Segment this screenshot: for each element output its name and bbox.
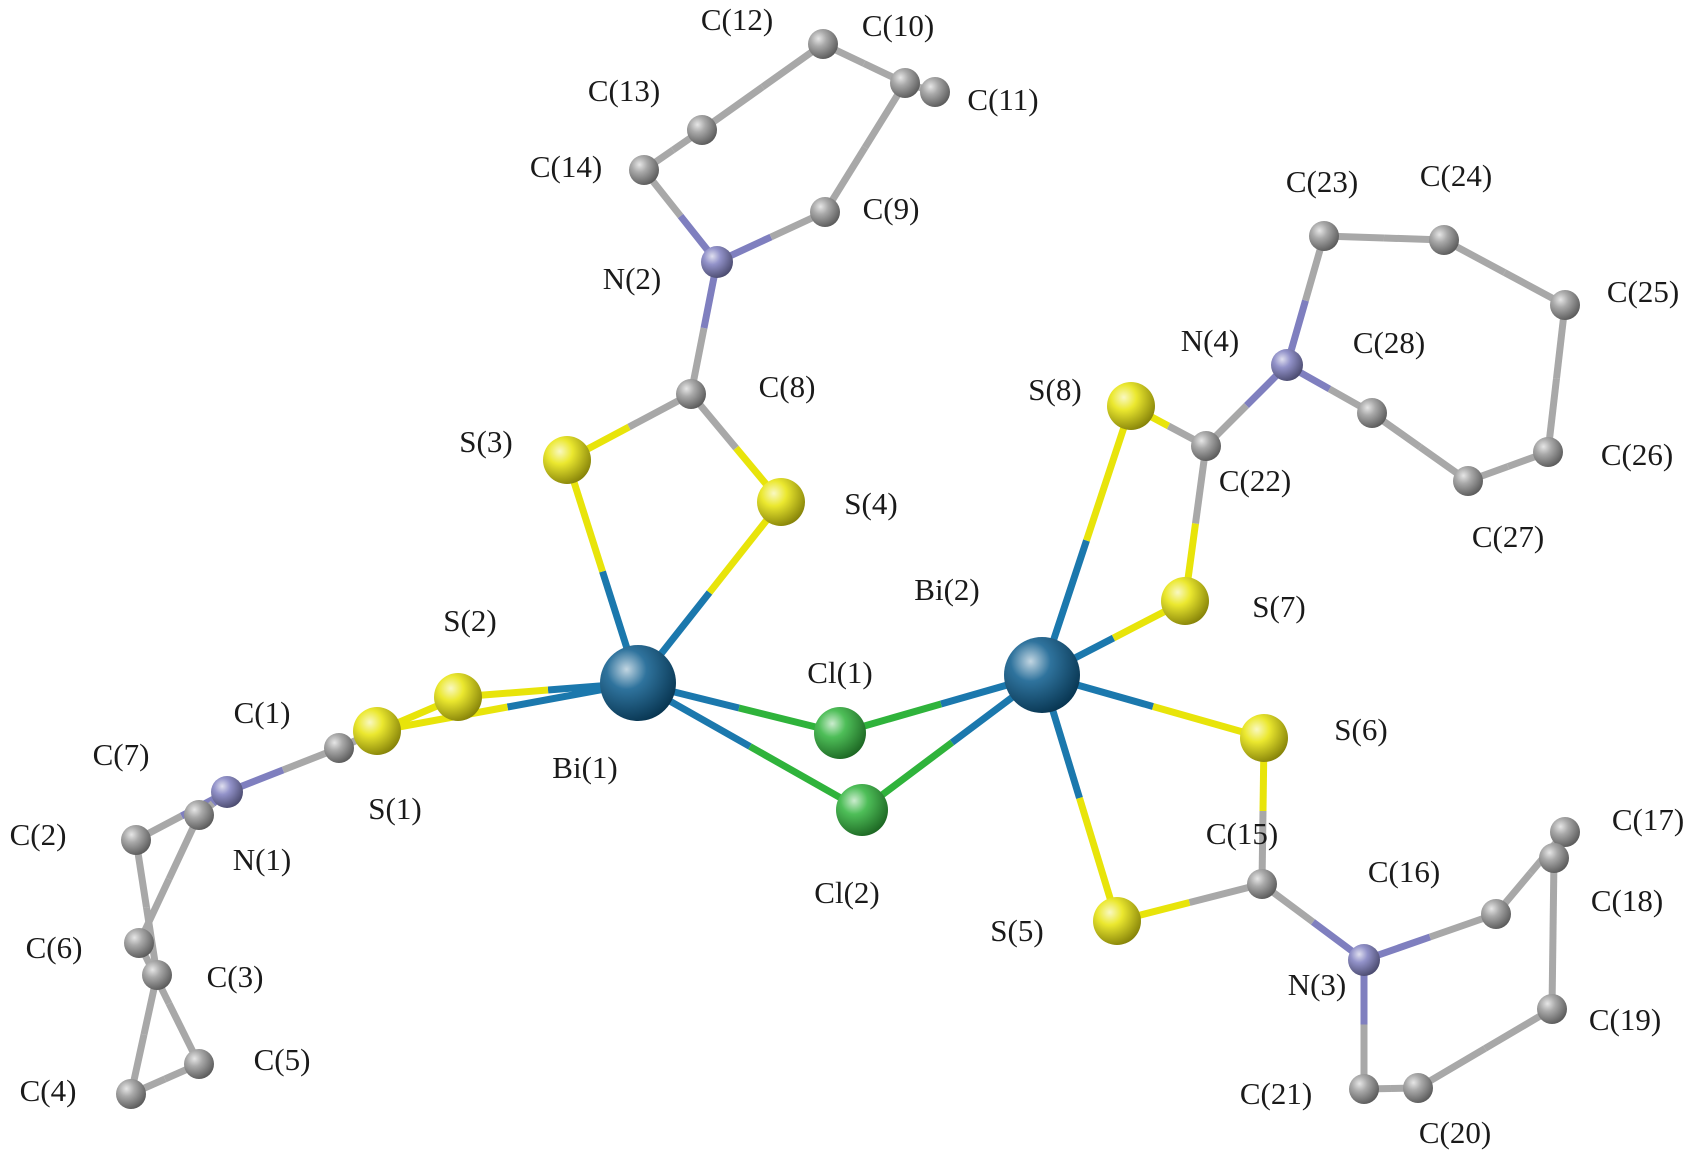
atom-c5 xyxy=(184,1049,214,1079)
atom-c18 xyxy=(1539,843,1569,873)
atom-label-n1: N(1) xyxy=(233,842,292,877)
atom-c11 xyxy=(920,77,950,107)
bond-layer xyxy=(127,40,1569,1098)
atom-label-c1: C(1) xyxy=(234,695,291,730)
atom-label-cl1: Cl(1) xyxy=(807,655,872,690)
atom-label-c3: C(3) xyxy=(207,959,264,994)
atom-label-c13: C(13) xyxy=(588,73,660,108)
atom-label-c7: C(7) xyxy=(93,737,150,772)
atom-label-c20: C(20) xyxy=(1419,1115,1491,1150)
atom-label-n3: N(3) xyxy=(1288,967,1347,1002)
atom-label-c23: C(23) xyxy=(1286,164,1358,199)
atom-label-c22: C(22) xyxy=(1219,463,1291,498)
atom-c22 xyxy=(1191,431,1221,461)
atom-label-c14: C(14) xyxy=(530,149,602,184)
atom-label-c4: C(4) xyxy=(20,1073,77,1108)
atom-label-c26: C(26) xyxy=(1601,437,1673,472)
atom-label-n2: N(2) xyxy=(603,261,662,296)
atom-c19 xyxy=(1537,994,1567,1024)
atom-c3 xyxy=(142,960,172,990)
atom-c16 xyxy=(1481,899,1511,929)
atom-c20 xyxy=(1403,1073,1433,1103)
atom-c24 xyxy=(1429,225,1459,255)
atom-label-c2: C(2) xyxy=(10,817,67,852)
atom-label-c15: C(15) xyxy=(1206,816,1278,851)
atom-label-c12: C(12) xyxy=(701,2,773,37)
label-layer: Bi(1) Bi(2) Cl(1) Cl(2) S(1) S(2) S(3) S(4) S(5)… xyxy=(10,2,1685,1150)
atom-c9 xyxy=(810,197,840,227)
atom-c2 xyxy=(121,825,151,855)
atom-c15 xyxy=(1247,869,1277,899)
atom-cl2 xyxy=(836,784,888,836)
atom-label-c27: C(27) xyxy=(1472,519,1544,554)
atom-c27 xyxy=(1453,466,1483,496)
atom-c6 xyxy=(124,928,154,958)
atom-c28 xyxy=(1357,398,1387,428)
atom-c4 xyxy=(116,1079,146,1109)
atom-label-s4: S(4) xyxy=(844,486,897,521)
atom-label-c24: C(24) xyxy=(1420,158,1492,193)
atom-label-c5: C(5) xyxy=(254,1042,311,1077)
atom-label-n4: N(4) xyxy=(1181,323,1240,358)
atom-c26 xyxy=(1533,437,1563,467)
atom-s1 xyxy=(353,707,401,755)
atom-n3 xyxy=(1348,944,1380,976)
atom-c1 xyxy=(324,733,354,763)
atom-s7 xyxy=(1161,577,1209,625)
atom-c21 xyxy=(1349,1074,1379,1104)
atom-label-c6: C(6) xyxy=(26,930,83,965)
atom-label-s7: S(7) xyxy=(1252,589,1305,624)
atom-n4 xyxy=(1271,349,1303,381)
atom-label-c28: C(28) xyxy=(1353,325,1425,360)
atom-n1 xyxy=(211,776,243,808)
atom-label-s5: S(5) xyxy=(990,913,1043,948)
atom-label-s2: S(2) xyxy=(443,603,496,638)
atom-layer xyxy=(116,29,1580,1109)
atom-c14 xyxy=(629,155,659,185)
atom-label-bi2: Bi(2) xyxy=(914,572,979,607)
atom-label-c17: C(17) xyxy=(1612,802,1684,837)
atom-bi1 xyxy=(600,645,676,721)
atom-s2 xyxy=(434,673,482,721)
atom-label-c18: C(18) xyxy=(1591,883,1663,918)
atom-bi2 xyxy=(1004,637,1080,713)
atom-c10 xyxy=(890,68,920,98)
atom-n2 xyxy=(701,246,733,278)
atom-label-c21: C(21) xyxy=(1240,1076,1312,1111)
atom-c23 xyxy=(1309,221,1339,251)
atom-label-c11: C(11) xyxy=(967,82,1038,117)
atom-c25 xyxy=(1550,290,1580,320)
atom-label-c10: C(10) xyxy=(862,8,934,43)
atom-label-c16: C(16) xyxy=(1368,854,1440,889)
atom-s3 xyxy=(543,436,591,484)
atom-s4 xyxy=(757,478,805,526)
atom-label-c25: C(25) xyxy=(1607,274,1679,309)
atom-label-c19: C(19) xyxy=(1589,1002,1661,1037)
atom-label-s1: S(1) xyxy=(368,791,421,826)
atom-cl1 xyxy=(814,707,866,759)
atom-label-c8: C(8) xyxy=(759,369,816,404)
atom-label-bi1: Bi(1) xyxy=(552,750,617,785)
atom-label-cl2: Cl(2) xyxy=(814,875,879,910)
atom-label-s8: S(8) xyxy=(1028,372,1081,407)
atom-label-c9: C(9) xyxy=(863,191,920,226)
atom-label-s6: S(6) xyxy=(1334,712,1387,747)
atom-s6 xyxy=(1240,714,1288,762)
atom-c7 xyxy=(184,800,214,830)
atom-c17 xyxy=(1550,817,1580,847)
atom-s5 xyxy=(1093,897,1141,945)
atom-c12 xyxy=(808,29,838,59)
atom-c13 xyxy=(687,115,717,145)
atom-label-s3: S(3) xyxy=(459,424,512,459)
atom-s8 xyxy=(1107,382,1155,430)
atom-c8 xyxy=(676,379,706,409)
